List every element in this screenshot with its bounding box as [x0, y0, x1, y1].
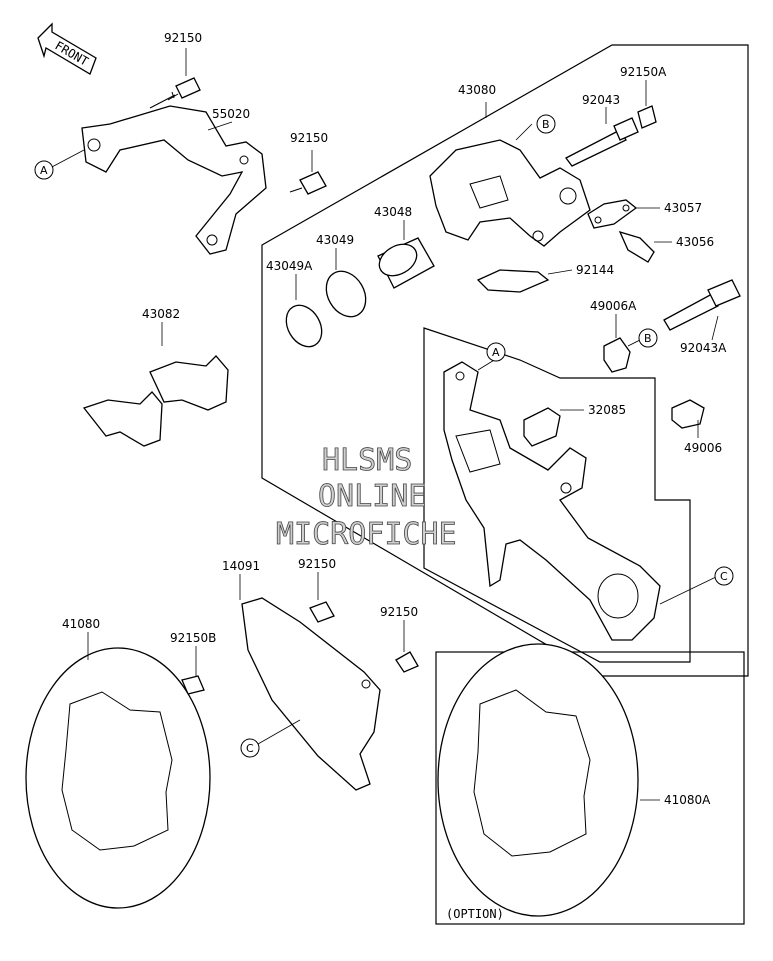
bolt-92150-guard-1	[309, 601, 335, 623]
leader-lines	[49, 48, 719, 801]
label-92150-mid: 92150	[290, 131, 328, 145]
svg-text:B: B	[644, 332, 652, 345]
label-43048: 43048	[374, 205, 412, 219]
bolt-92150-mid	[289, 171, 327, 195]
svg-text:C: C	[720, 570, 728, 583]
label-92150-guard-1: 92150	[298, 557, 336, 571]
label-49006: 49006	[684, 441, 722, 455]
caliper-assembly-box	[261, 44, 749, 677]
label-92150-guard-2: 92150	[380, 605, 418, 619]
label-43082: 43082	[142, 307, 180, 321]
label-43080: 43080	[458, 83, 496, 97]
bolt-92150-guard-2	[395, 651, 419, 673]
bolt-92150-top	[149, 77, 201, 109]
label-41080A: 41080A	[664, 793, 711, 807]
label-92043: 92043	[582, 93, 620, 107]
bracket-55020	[81, 105, 267, 255]
svg-text:A: A	[40, 164, 48, 177]
boot-49006	[671, 399, 705, 429]
label-92144: 92144	[576, 263, 614, 277]
label-55020: 55020	[212, 107, 250, 121]
boot-49006A	[603, 337, 631, 373]
callout-b-right: B	[638, 328, 658, 348]
label-14091: 14091	[222, 559, 260, 573]
piston-43048	[377, 237, 435, 289]
label-92043A: 92043A	[680, 341, 727, 355]
plug-92150A	[637, 105, 657, 129]
label-43049A: 43049A	[266, 259, 313, 273]
svg-text:C: C	[246, 742, 254, 755]
caliper-bracket	[443, 361, 661, 641]
label-92150A: 92150A	[620, 65, 667, 79]
spring-92144	[476, 269, 550, 293]
callout-a-bracket: A	[486, 342, 506, 362]
label-49006A: 49006A	[590, 299, 637, 313]
label-32085: 32085	[588, 403, 626, 417]
label-43057: 43057	[664, 201, 702, 215]
front-arrow: FRONT	[37, 22, 97, 75]
svg-text:MICROFICHE: MICROFICHE	[276, 517, 457, 552]
label-43049: 43049	[316, 233, 354, 247]
callout-b-top: B	[536, 114, 556, 134]
seal-43049	[325, 270, 367, 318]
watermark: HLSMS ONLINE MICROFICHE	[276, 443, 457, 553]
option-label: (OPTION)	[446, 907, 504, 921]
guard-14091	[241, 597, 381, 791]
label-41080: 41080	[62, 617, 100, 631]
pin-92043	[565, 117, 639, 167]
svg-text:ONLINE: ONLINE	[318, 479, 426, 514]
option-box	[435, 651, 745, 925]
pin-92043A	[663, 279, 741, 331]
bracket-sub-box	[423, 327, 691, 663]
disc-41080A	[437, 643, 639, 917]
pads-43082	[82, 355, 229, 447]
svg-text:HLSMS: HLSMS	[322, 443, 412, 478]
label-92150-top: 92150	[164, 31, 202, 45]
label-43056: 43056	[676, 235, 714, 249]
callout-a-left: A	[34, 160, 54, 180]
svg-text:B: B	[542, 118, 550, 131]
caliper-body-43080	[429, 139, 591, 247]
bleeder-43056	[618, 230, 655, 263]
clip-32085	[523, 407, 561, 447]
bleeder-43057	[587, 199, 638, 229]
disc-41080	[25, 647, 211, 909]
svg-text:A: A	[492, 346, 500, 359]
label-92150B: 92150B	[170, 631, 216, 645]
callout-c-right: C	[714, 566, 734, 586]
seal-43049A	[285, 304, 323, 348]
callout-c-left: C	[240, 738, 260, 758]
